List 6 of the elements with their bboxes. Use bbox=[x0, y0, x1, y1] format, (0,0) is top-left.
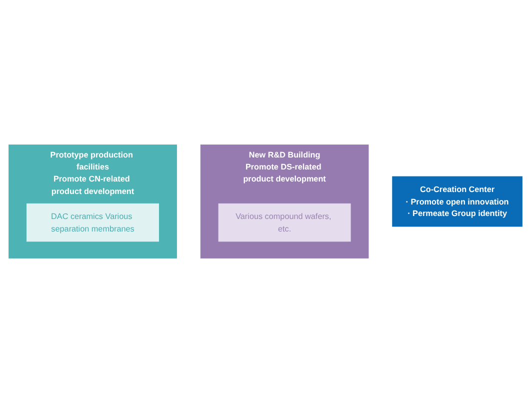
node-box bbox=[218, 203, 351, 242]
node-box bbox=[26, 203, 159, 242]
node-box bbox=[392, 176, 522, 227]
cluster bbox=[200, 144, 369, 258]
diagram: Prototype production facilities Promote CN-related product development DAC ceramics Various separation membranes New R&D Building Promote DS-related product development Various compound wafers, etc. Co-Creation Center · Promote open innovation · Permeate Group identity bbox=[5, 141, 526, 262]
cluster bbox=[8, 144, 177, 258]
